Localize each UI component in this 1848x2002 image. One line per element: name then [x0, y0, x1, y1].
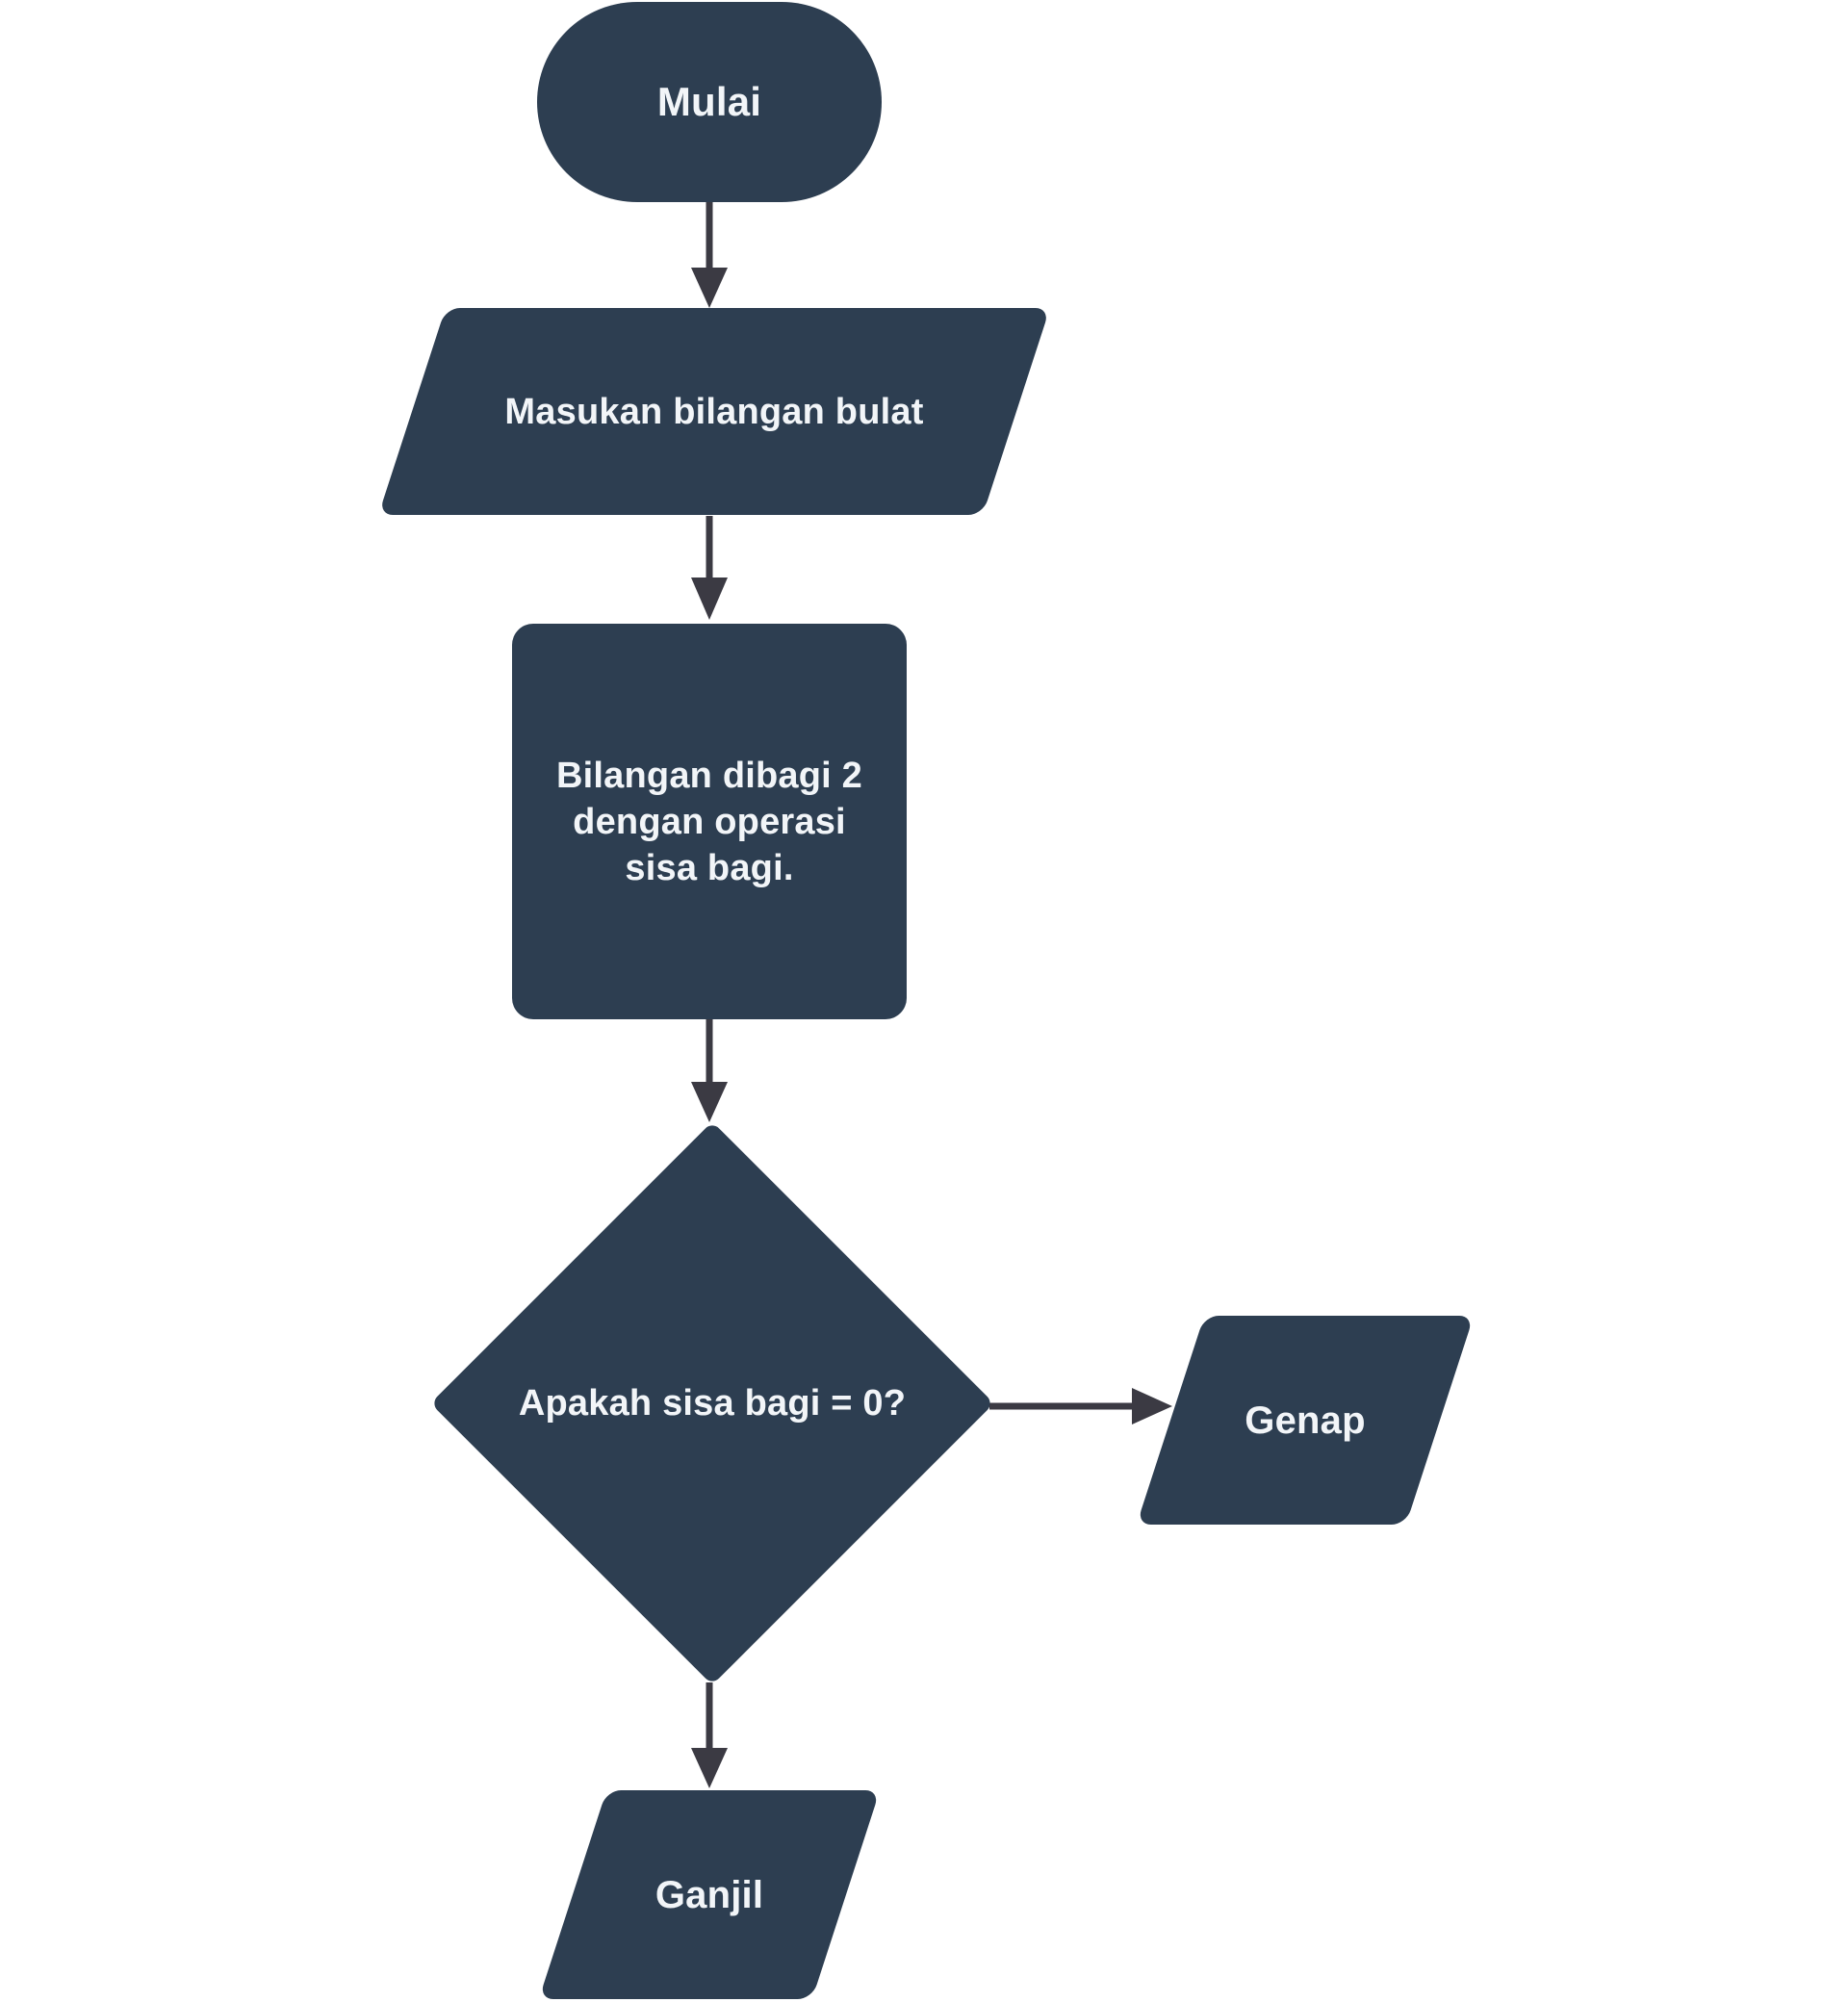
- start-terminator-shape: [537, 2, 882, 202]
- process-rectangle-shape: [512, 624, 907, 1019]
- process-label-line-1: Bilangan dibagi 2: [556, 755, 862, 796]
- edge-start-to-input: [691, 202, 728, 308]
- input-parallelogram-label: Masukan bilangan bulat: [504, 391, 924, 432]
- process-rectangle-label: Bilangan dibagi 2 dengan operasi sisa ba…: [512, 624, 907, 1019]
- odd-output-label: Ganjil: [654, 1873, 764, 1916]
- edge-input-to-process: [691, 516, 728, 620]
- edge-process-to-decision: [691, 1019, 728, 1122]
- process-label-line-2: dengan operasi: [573, 801, 846, 842]
- edge-decision-to-odd: [691, 1682, 728, 1788]
- process-label-line-3: sisa bagi.: [625, 847, 794, 888]
- even-output-label: Genap: [1245, 1399, 1366, 1442]
- decision-diamond-label: Apakah sisa bagi = 0?: [518, 1383, 907, 1424]
- start-terminator-label: Mulai: [656, 79, 762, 124]
- edge-decision-to-even: [989, 1388, 1172, 1424]
